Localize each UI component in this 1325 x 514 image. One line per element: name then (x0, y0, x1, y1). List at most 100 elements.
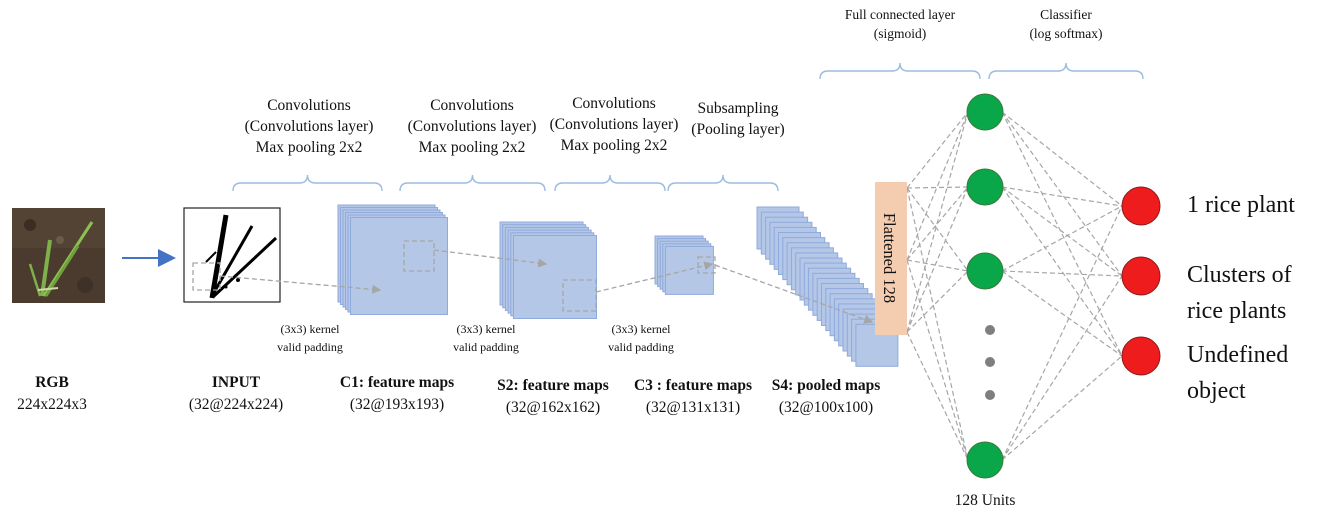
c3-title: C3 : feature maps (634, 377, 752, 394)
layer-headings: Full connected layer (sigmoid) Classifie… (845, 7, 1103, 41)
brace (819, 62, 981, 80)
op-2-line3: Max pooling 2x2 (419, 139, 526, 156)
connection-line (1001, 275, 1123, 461)
connection-line (1001, 186, 1123, 207)
input-dims: (32@224x224) (189, 396, 283, 413)
s4-dims: (32@100x100) (779, 399, 873, 416)
kernel-2-line1: (3x3) kernel (457, 322, 517, 336)
connection-line (1001, 186, 1123, 277)
c1-title: C1: feature maps (340, 374, 454, 391)
connection-line (906, 259, 969, 272)
op-3-line1: Convolutions (572, 95, 656, 112)
feature-map-layer (664, 245, 714, 295)
connection-line (1001, 186, 1123, 357)
output-nodes (1121, 186, 1161, 376)
flatten-bar: Flattened 128 (875, 182, 907, 335)
classifier-title-line2: (log softmax) (1029, 26, 1102, 41)
brace (988, 62, 1144, 80)
ellipsis-dot (985, 390, 995, 400)
connection-line (906, 186, 969, 333)
op-4-line1: Subsampling (698, 100, 779, 117)
op-1-line3: Max pooling 2x2 (256, 139, 363, 156)
brace (667, 174, 779, 192)
brace (399, 174, 546, 192)
hidden-node (966, 252, 1004, 290)
flatten-label: Flattened 128 (880, 213, 899, 303)
ellipsis-dot (985, 325, 995, 335)
op-2-line2: (Convolutions layer) (408, 118, 537, 135)
operation-labels: Convolutions (Convolutions layer) Max po… (245, 95, 785, 156)
kernel-1-line2: valid padding (277, 340, 343, 354)
s4-title: S4: pooled maps (772, 377, 881, 394)
rgb-dims: 224x224x3 (17, 396, 87, 413)
output-1-label: 1 rice plant (1187, 192, 1295, 218)
s2-title: S2: feature maps (497, 377, 609, 394)
connection-line (1001, 355, 1123, 461)
output-node (1121, 336, 1161, 376)
s4-feature-map-stack (756, 206, 899, 367)
output-2-line2: rice plants (1187, 298, 1286, 324)
connection-line (906, 187, 969, 461)
output-3-line2: object (1187, 378, 1246, 404)
c3-feature-map-stack (654, 235, 714, 295)
input-title: INPUT (212, 374, 261, 391)
ellipsis-dot (985, 357, 995, 367)
connection-line (1001, 205, 1123, 461)
kernel-2-line2: valid padding (453, 340, 519, 354)
hidden-node (966, 168, 1004, 206)
connection-line (1001, 111, 1123, 357)
feature-map-layer (350, 217, 448, 315)
output-node (1121, 186, 1161, 226)
rgb-title: RGB (35, 374, 69, 391)
connection-line (1001, 111, 1123, 207)
op-1-line2: (Convolutions layer) (245, 118, 374, 135)
kernel-3-line2: valid padding (608, 340, 674, 354)
c3-dims: (32@131x131) (646, 399, 740, 416)
connection-line (906, 186, 969, 189)
connection-line (906, 111, 969, 261)
connection-line (1001, 270, 1123, 277)
kernel-projections (192, 240, 874, 324)
op-4-line2: (Pooling layer) (691, 121, 784, 138)
output-3-line1: Undefined (1187, 342, 1288, 368)
kernel-3-line1: (3x3) kernel (612, 322, 672, 336)
hidden-node (966, 441, 1004, 479)
input-image (183, 207, 281, 303)
dense-connections (906, 111, 1123, 461)
op-2-line1: Convolutions (430, 97, 514, 114)
connection-line (906, 187, 969, 272)
kernel-labels: (3x3) kernel valid padding (3x3) kernel … (277, 322, 674, 354)
op-3-line2: (Convolutions layer) (550, 116, 679, 133)
hidden-node (966, 93, 1004, 131)
units-label: 128 Units (955, 492, 1016, 509)
kernel-1-line1: (3x3) kernel (281, 322, 341, 336)
rgb-photo (12, 208, 105, 303)
op-1-line1: Convolutions (267, 97, 351, 114)
output-labels: 1 rice plant Clusters of rice plants Und… (1187, 192, 1295, 404)
c1-dims: (32@193x193) (350, 396, 444, 413)
stage-labels: RGB 224x224x3 INPUT (32@224x224) C1: fea… (17, 374, 880, 416)
connection-line (1001, 270, 1123, 357)
ellipsis-dots (985, 325, 995, 400)
connection-line (906, 259, 969, 461)
operation-braces (232, 62, 1144, 192)
hidden-layer-nodes (966, 93, 1004, 479)
connection-line (906, 270, 969, 333)
output-2-line1: Clusters of (1187, 262, 1292, 288)
brace (554, 174, 666, 192)
connection-line (906, 331, 969, 461)
dense-title-line2: (sigmoid) (874, 26, 927, 41)
s2-feature-map-stack (499, 221, 597, 319)
s2-dims: (32@162x162) (506, 399, 600, 416)
feature-map-layer (513, 235, 597, 319)
connection-line (1001, 111, 1123, 277)
connection-line (906, 111, 969, 333)
output-node (1121, 256, 1161, 296)
classifier-title-line1: Classifier (1040, 7, 1092, 22)
dense-title-line1: Full connected layer (845, 7, 956, 22)
connection-line (1001, 205, 1123, 272)
connection-line (906, 111, 969, 189)
op-3-line3: Max pooling 2x2 (561, 137, 668, 154)
c1-feature-map-stack (337, 204, 448, 315)
